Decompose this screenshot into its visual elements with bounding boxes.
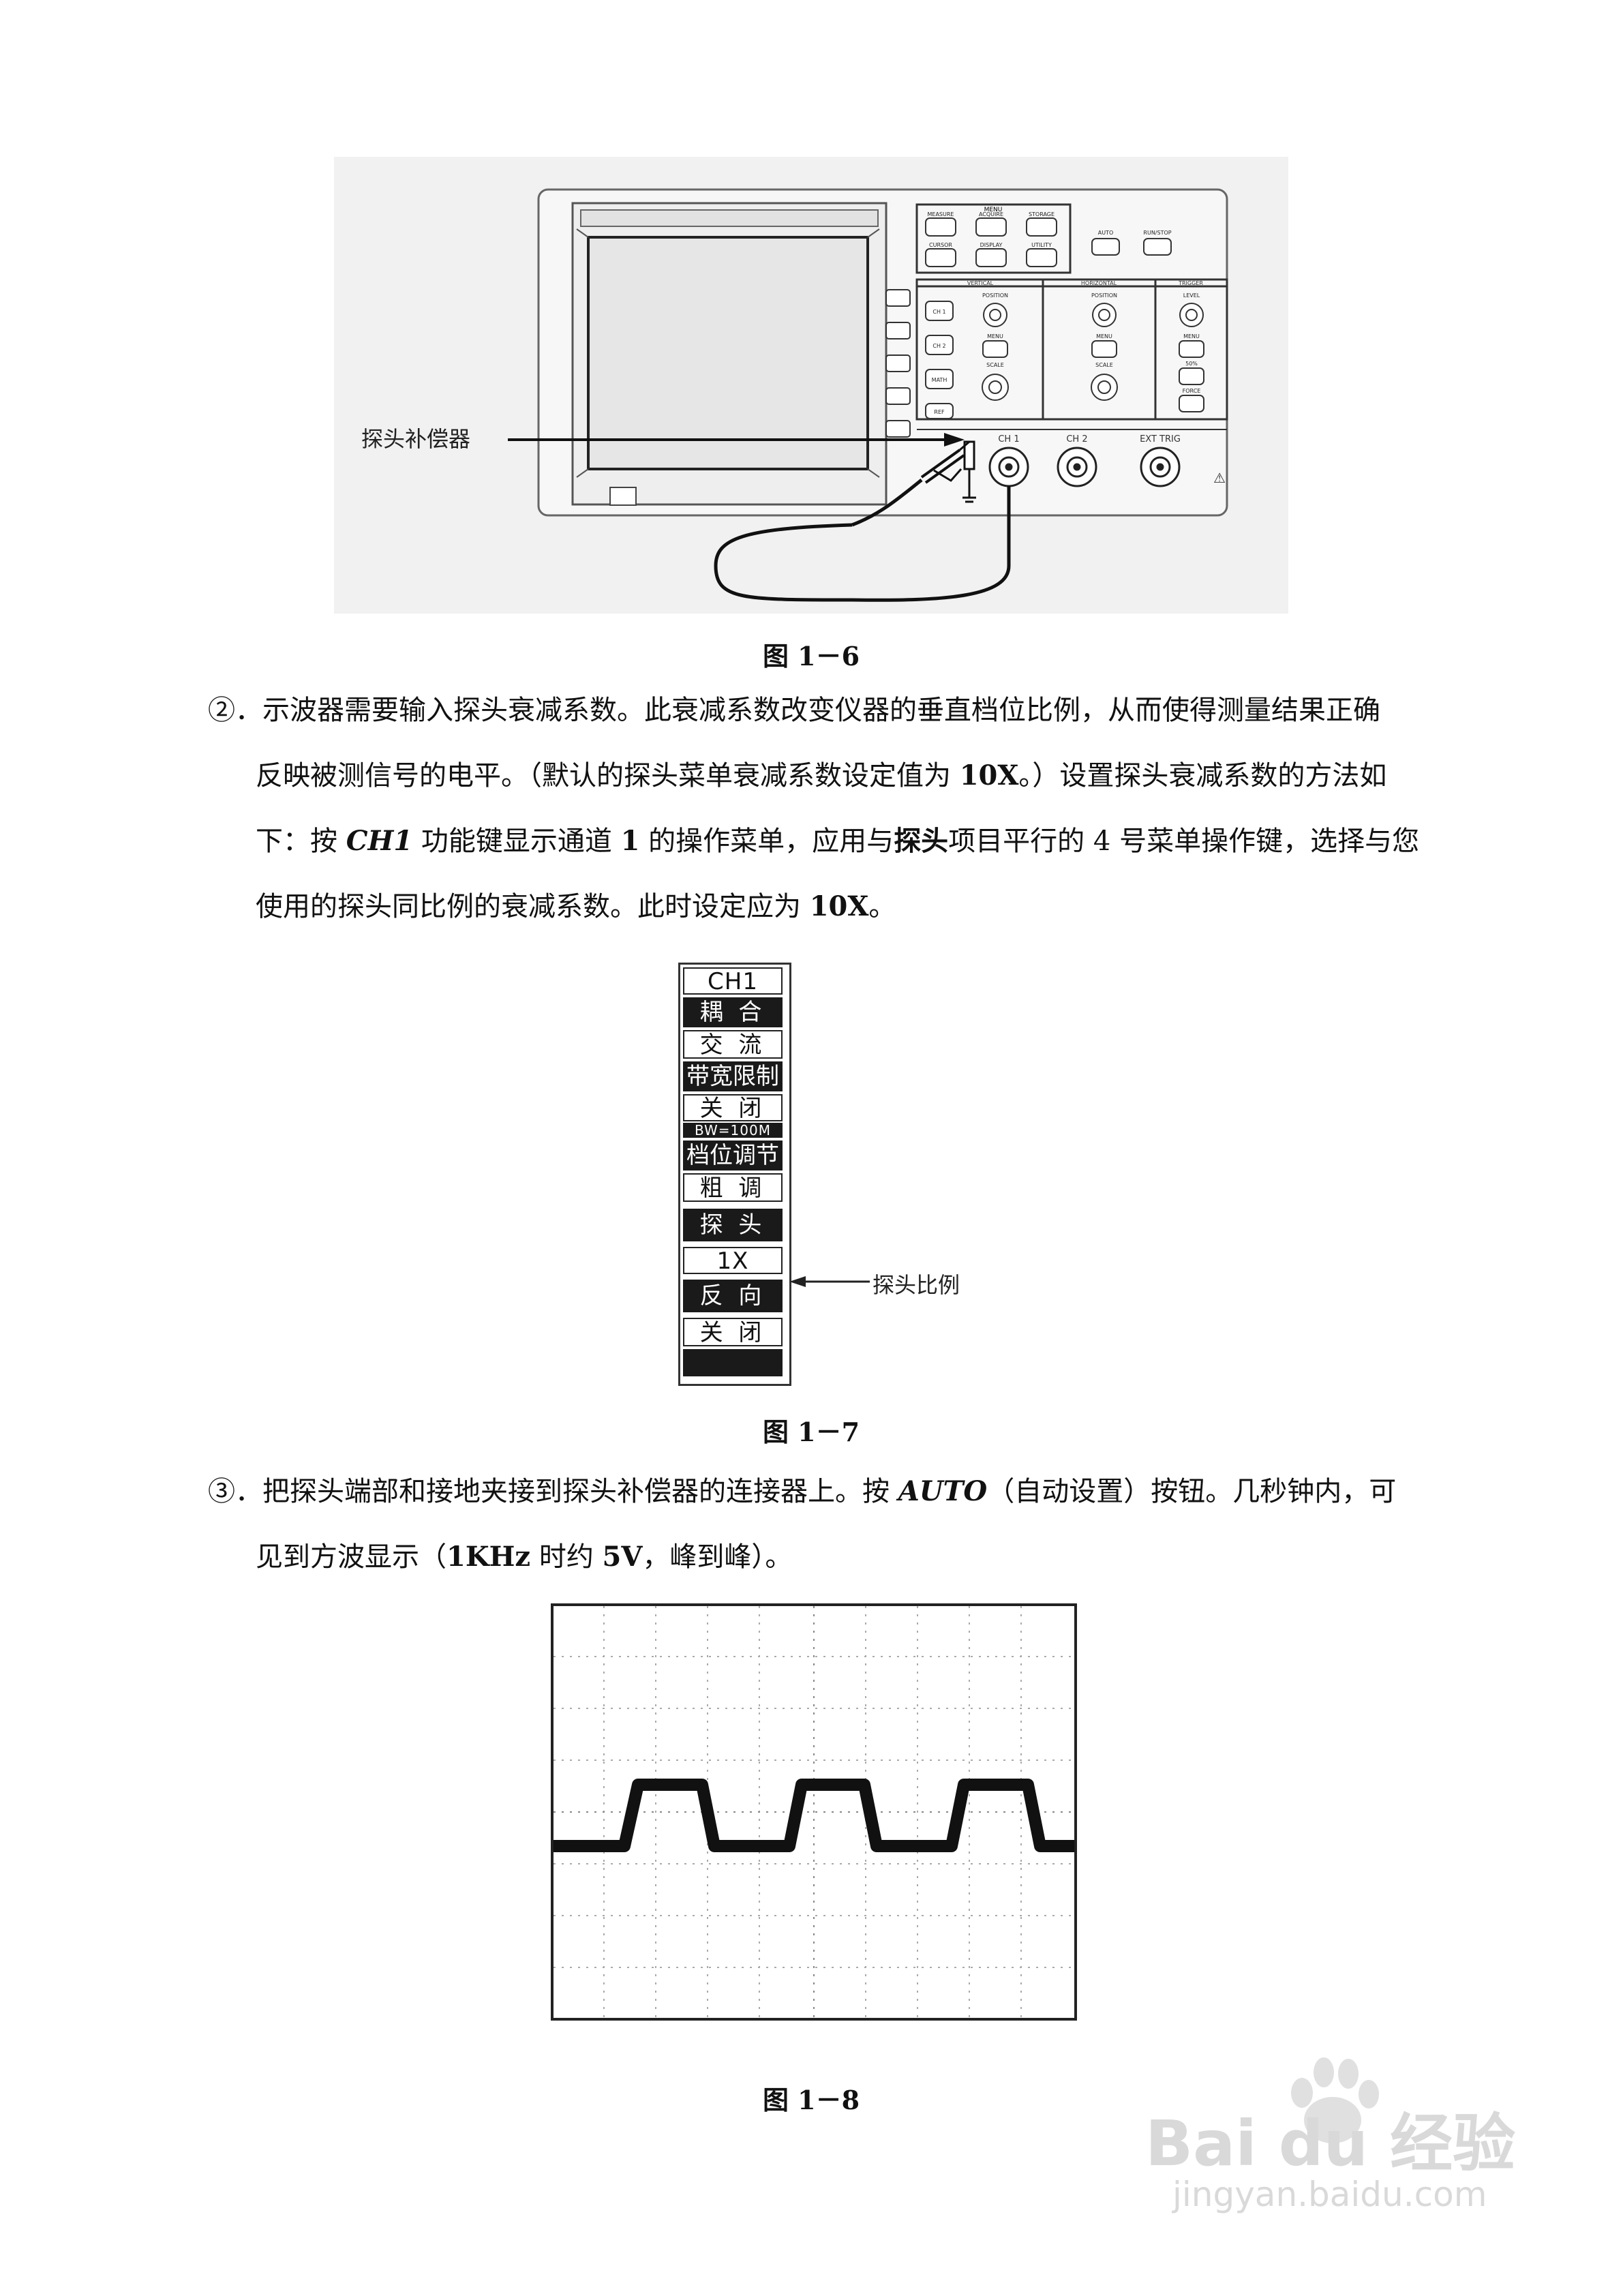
power-button bbox=[609, 487, 637, 506]
paragraph-2-line-2: 反映被测信号的电平。（默认的探头菜单衰减系数设定值为 10X。）设置探头衰减系数… bbox=[256, 759, 1387, 791]
probe-ratio-arrow bbox=[789, 1276, 870, 1287]
paragraph-3-line-1: ③．把探头端部和接地夹接到探头补偿器的连接器上。按 AUTO（自动设置）按钮。几… bbox=[208, 1475, 1397, 1507]
ch1-key-label: CH 1 bbox=[932, 309, 945, 315]
ch1-key-reference: CH1 bbox=[346, 825, 413, 857]
baidu-paw-logo-icon bbox=[1291, 2057, 1379, 2143]
figure-7-caption: 图 1－7 bbox=[762, 1417, 860, 1447]
storage-key-label: STORAGE bbox=[1029, 211, 1055, 217]
required-attenuation-value: 10X bbox=[809, 890, 869, 922]
oscilloscope-front-panel-figure: MENU MEASURE ACQUIRE STORAGE CURSOR DISP… bbox=[334, 157, 1288, 614]
probe-ratio-label: 探头比例 bbox=[873, 1272, 960, 1298]
ch2-jack-label: CH 2 bbox=[1066, 434, 1087, 444]
utility-key-label: UTILITY bbox=[1031, 242, 1052, 248]
menu-invert-label: 反 向 bbox=[683, 1280, 783, 1312]
v-menu-label: MENU bbox=[987, 333, 1003, 339]
math-key-label: MATH bbox=[932, 377, 947, 383]
text-run: 下：按 bbox=[256, 826, 346, 857]
control-knobs bbox=[982, 303, 1204, 401]
auto-key-reference: AUTO bbox=[898, 1475, 988, 1507]
t-menu-label: MENU bbox=[1183, 333, 1200, 339]
probe-compensator-terminal bbox=[962, 440, 976, 503]
probe-comp-arrow bbox=[508, 433, 965, 447]
acquire-key-label: ACQUIRE bbox=[979, 211, 1003, 217]
force-label: FORCE bbox=[1183, 388, 1201, 394]
paragraph-2-line-1: ②．示波器需要输入探头衰减系数。此衰减系数改变仪器的垂直档位比例，从而使得测量结… bbox=[208, 695, 1380, 726]
watermark-url: jingyan.baidu.com bbox=[1172, 2175, 1487, 2214]
paragraph-3-line-2: 见到方波显示（1KHz 时约 5V，峰到峰）。 bbox=[256, 1543, 792, 1571]
measure-key-label: MEASURE bbox=[928, 211, 954, 217]
v-scale-label: SCALE bbox=[986, 362, 1004, 368]
probe-icon bbox=[714, 440, 1011, 602]
menu-title-ch1: CH1 bbox=[683, 967, 783, 995]
paragraph-2-line-3: 下：按 CH1 功能键显示通道 1 的操作菜单，应用与探头项目平行的 4 号菜单… bbox=[256, 825, 1420, 857]
menu-volts-div-label: 档位调节 bbox=[683, 1141, 783, 1170]
menu-bottom-bar bbox=[683, 1349, 783, 1376]
channel-number: 1 bbox=[620, 825, 640, 857]
text-run: 使用的探头同比例的衰减系数。此时设定应为 bbox=[256, 891, 810, 922]
figure-8-caption: 图 1－8 bbox=[762, 2085, 860, 2115]
menu-side-keys bbox=[885, 289, 911, 438]
text-run: ③．把探头端部和接地夹接到探头补偿器的连接器上。按 bbox=[208, 1476, 898, 1507]
ref-key-label: REF bbox=[934, 409, 945, 415]
frequency-value: 1KHz bbox=[446, 1541, 531, 1573]
default-attenuation-value: 10X bbox=[959, 759, 1019, 791]
square-wave-display bbox=[551, 1603, 1077, 2021]
ch1-menu-panel: CH1 耦 合 交 流 带宽限制 关 闭 BW=100M 档位调节 粗 调 探 … bbox=[678, 963, 791, 1386]
text-run: 。 bbox=[868, 891, 896, 922]
ch1-jack-label: CH 1 bbox=[998, 434, 1019, 444]
v-position-label: POSITION bbox=[982, 292, 1008, 299]
text-run: 功能键显示通道 bbox=[412, 826, 621, 857]
cursor-key-label: CURSOR bbox=[929, 242, 952, 248]
figure-6-caption: 图 1－6 bbox=[762, 641, 860, 671]
menu-group-label: MENU bbox=[984, 207, 1003, 213]
text-run: 时约 bbox=[530, 1541, 603, 1573]
text-run: 。）设置探头衰减系数的方法如 bbox=[1018, 760, 1387, 791]
h-scale-label: SCALE bbox=[1095, 362, 1113, 368]
trig-50-label: 50% bbox=[1185, 361, 1198, 367]
probe-compensator-label: 探头补偿器 bbox=[361, 426, 470, 452]
menu-bw-limit-label: 带宽限制 bbox=[683, 1061, 783, 1091]
ext-trig-jack-label: EXT TRIG bbox=[1140, 434, 1181, 444]
scope-screen bbox=[587, 236, 869, 470]
trigger-group-label: TRIGGER bbox=[1178, 280, 1203, 286]
menu-bw-note: BW=100M bbox=[683, 1123, 783, 1138]
paragraph-2-line-4: 使用的探头同比例的衰减系数。此时设定应为 10X。 bbox=[256, 890, 896, 922]
horizontal-group-label: HORIZONTAL bbox=[1081, 280, 1117, 286]
voltage-value: 5V bbox=[602, 1541, 643, 1573]
bnc-jacks bbox=[988, 447, 1181, 487]
ch2-key-label: CH 2 bbox=[932, 343, 945, 349]
text-run: 项目平行的 4 号菜单操作键，选择与您 bbox=[948, 826, 1420, 857]
menu-coupling-label: 耦 合 bbox=[683, 997, 783, 1027]
menu-bw-limit-value: 关 闭 bbox=[683, 1094, 783, 1121]
text-run: 反映被测信号的电平。（默认的探头菜单衰减系数设定值为 bbox=[256, 760, 960, 791]
menu-probe-label: 探 头 bbox=[683, 1209, 783, 1241]
watermark-brand: Bai du 经验 bbox=[1145, 2107, 1516, 2180]
probe-item-reference: 探头 bbox=[894, 825, 949, 857]
run-stop-key-label: RUN/STOP bbox=[1143, 230, 1171, 236]
menu-invert-value: 关 闭 bbox=[683, 1318, 783, 1346]
menu-coupling-value: 交 流 bbox=[683, 1030, 783, 1059]
menu-volts-div-value: 粗 调 bbox=[683, 1173, 783, 1202]
h-position-label: POSITION bbox=[1091, 292, 1117, 299]
text-run: 的操作菜单，应用与 bbox=[639, 826, 894, 857]
level-label: LEVEL bbox=[1183, 292, 1200, 299]
vertical-group-label: VERTICAL bbox=[967, 280, 994, 286]
auto-key-label: AUTO bbox=[1098, 230, 1114, 236]
menu-probe-value: 1X bbox=[683, 1247, 783, 1274]
h-menu-label: MENU bbox=[1096, 333, 1112, 339]
warning-symbol-icon: ⚠ bbox=[1213, 470, 1226, 486]
display-key-label: DISPLAY bbox=[980, 242, 1003, 248]
text-run: 见到方波显示（ bbox=[256, 1541, 446, 1573]
text-run: ，峰到峰）。 bbox=[642, 1541, 793, 1573]
text-run: （自动设置）按钮。几秒钟内，可 bbox=[987, 1476, 1397, 1507]
square-wave-trace bbox=[553, 1779, 1074, 1852]
